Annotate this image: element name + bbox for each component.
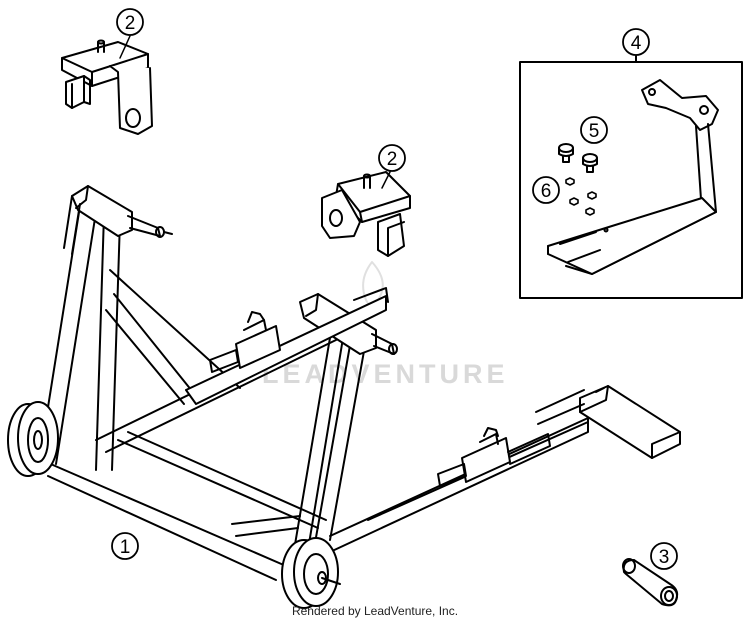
svg-text:5: 5 bbox=[589, 121, 600, 142]
watermark: LEADVENTURE bbox=[262, 261, 509, 389]
svg-text:1: 1 bbox=[120, 537, 131, 558]
part-1-stand bbox=[7, 185, 681, 609]
callout-part-5: 5 bbox=[580, 116, 608, 144]
callout-part-3: 3 bbox=[650, 542, 678, 570]
svg-text:2: 2 bbox=[125, 13, 136, 34]
svg-text:6: 6 bbox=[541, 181, 552, 202]
callout-part-2a: 2 bbox=[116, 8, 144, 36]
callout-part-2b: 2 bbox=[378, 144, 406, 172]
leader-2a bbox=[119, 35, 131, 59]
part-6-nuts bbox=[565, 177, 597, 216]
svg-text:3: 3 bbox=[659, 547, 670, 568]
svg-text:2: 2 bbox=[387, 149, 398, 170]
part-3-sleeve bbox=[622, 558, 679, 607]
callout-part-1: 1 bbox=[111, 532, 139, 560]
watermark-text: LEADVENTURE bbox=[262, 359, 509, 389]
callout-part-6: 6 bbox=[532, 176, 560, 204]
svg-text:4: 4 bbox=[631, 33, 642, 54]
kit-frame bbox=[519, 61, 743, 299]
leader-2b bbox=[381, 171, 391, 189]
part-5-bolts bbox=[558, 143, 598, 173]
right-wheel bbox=[281, 537, 341, 609]
part-4-kit-box bbox=[519, 55, 743, 299]
footer-credit: Rendered by LeadVenture, Inc. bbox=[291, 604, 459, 618]
bracket-2-middle bbox=[321, 171, 411, 257]
left-wheel bbox=[7, 401, 59, 477]
callout-part-4: 4 bbox=[622, 28, 650, 56]
bracket-2-top-left bbox=[61, 39, 153, 135]
